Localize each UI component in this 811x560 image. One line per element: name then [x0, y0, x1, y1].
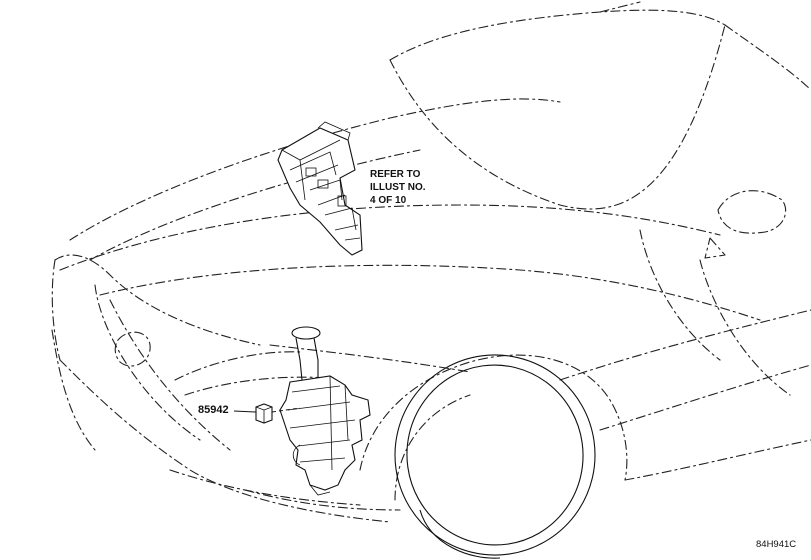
control-module-assembly	[277, 121, 363, 256]
refer-to-illustration-note: REFER TO ILLUST NO. 4 OF 10	[370, 168, 426, 207]
car-body-outline	[51, 1, 811, 523]
refer-note-line-2: ILLUST NO.	[370, 182, 426, 193]
illustration-code: 84H941C	[756, 539, 797, 550]
part-85942-leader	[233, 410, 257, 413]
refer-note-line-1: REFER TO	[370, 169, 421, 180]
refer-note-line-3: 4 OF 10	[370, 195, 407, 206]
connector-dash-leader	[271, 407, 301, 413]
part-number-85942-label: 85942	[198, 404, 229, 416]
front-wheel	[394, 354, 596, 559]
washer-tank-assembly	[279, 326, 371, 496]
part-85942-connector	[255, 403, 273, 424]
